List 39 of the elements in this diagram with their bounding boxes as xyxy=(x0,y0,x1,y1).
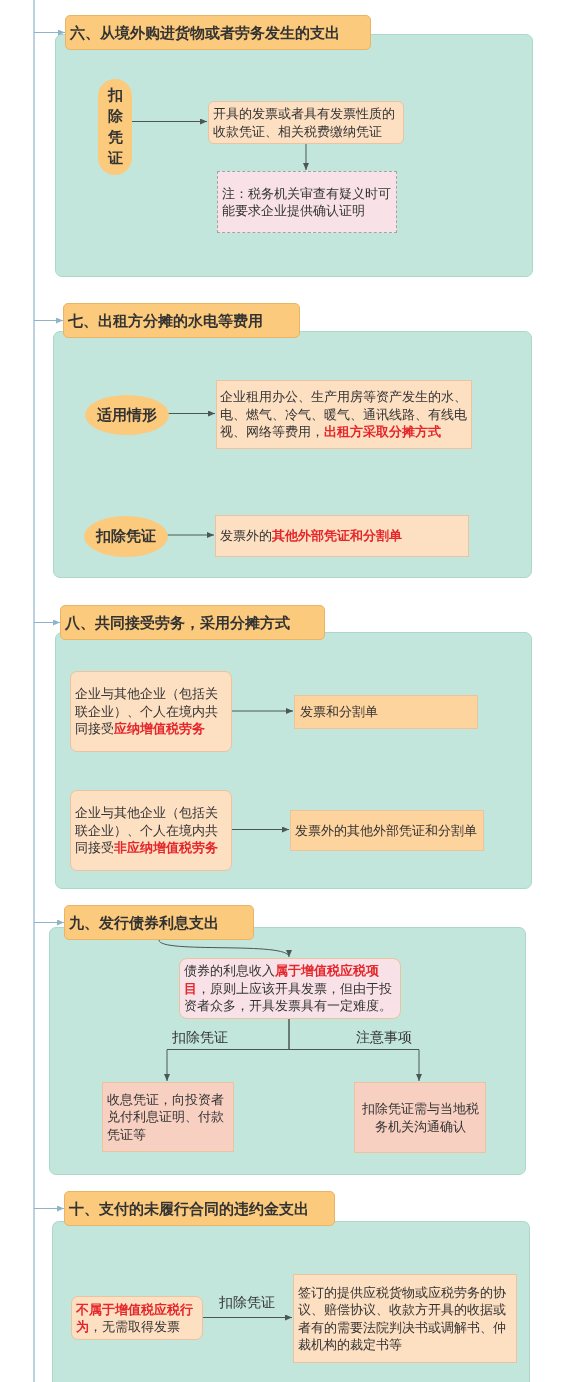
text-box: 债券的利息收入属于增值税应税项目，原则上应该开具发票，但由于投资者众多，开具发票具有一定难度。 xyxy=(179,958,401,1019)
arrow xyxy=(33,919,65,926)
text-box: 不属于增值税应税行为，无需取得发票 xyxy=(71,1296,203,1340)
text-box: 开具的发票或者具有发票性质的收款凭证、相关税费缴纳凭证 xyxy=(208,101,404,144)
arrow xyxy=(303,142,309,171)
text-box: 发票外的其他外部凭证和分割单 xyxy=(215,515,469,557)
text-box: 扣除凭证需与当地税务机关沟通确认 xyxy=(354,1082,486,1153)
arrow xyxy=(167,410,216,417)
arrow xyxy=(33,1205,65,1212)
arrow xyxy=(33,317,64,324)
oval-label: 扣除凭证 xyxy=(84,516,168,557)
arrow xyxy=(130,118,208,125)
arrow xyxy=(230,708,294,714)
arrow xyxy=(158,939,290,958)
arrow xyxy=(33,619,61,626)
text-box: 收息凭证，向投资者兑付利息证明、付款凭证等 xyxy=(102,1082,234,1152)
text-box: 企业与其他企业（包括关联企业）、个人在境内共同接受应纳增值税劳务 xyxy=(70,671,232,752)
section-heading: 八、共同接受劳务，采用分摊方式 xyxy=(60,605,325,640)
oval-label: 适用情形 xyxy=(85,395,169,435)
section-heading: 六、从境外购进货物或者劳务发生的支出 xyxy=(65,15,371,50)
arrow xyxy=(288,1017,422,1082)
vertical-pill-label: 扣除凭证 xyxy=(98,79,132,175)
text-box: 发票和分割单 xyxy=(294,695,478,729)
section-heading: 七、出租方分摊的水电等费用 xyxy=(63,303,300,338)
section-heading: 十、支付的未履行合同的违约金支出 xyxy=(64,1191,335,1226)
section-panel xyxy=(52,1221,530,1382)
trunk-line xyxy=(33,0,35,1382)
text-box: 企业租用办公、生产用房等资产发生的水、电、燃气、冷气、暖气、通讯线路、有线电视、网络等费用，出租方采取分摊方式 xyxy=(216,380,472,449)
arrow xyxy=(166,532,215,538)
arrow xyxy=(33,29,66,36)
section-heading: 九、发行债券利息支出 xyxy=(64,905,254,940)
text-box: 签订的提供应税货物或应税劳务的协议、赔偿协议、收款方开具的收据或者有的需要法院判决书或调解书、仲裁机构的裁定书等 xyxy=(293,1274,517,1363)
arrow xyxy=(201,1314,293,1321)
section-panel xyxy=(53,331,532,578)
text-box: 企业与其他企业（包括关联企业）、个人在境内共同接受非应纳增值税劳务 xyxy=(70,790,232,871)
note-box: 注：税务机关审查有疑义时可能要求企业提供确认证明 xyxy=(217,171,397,233)
section-panel xyxy=(55,632,532,889)
arrow xyxy=(230,826,290,833)
text-box: 发票外的其他外部凭证和分割单 xyxy=(290,810,484,851)
